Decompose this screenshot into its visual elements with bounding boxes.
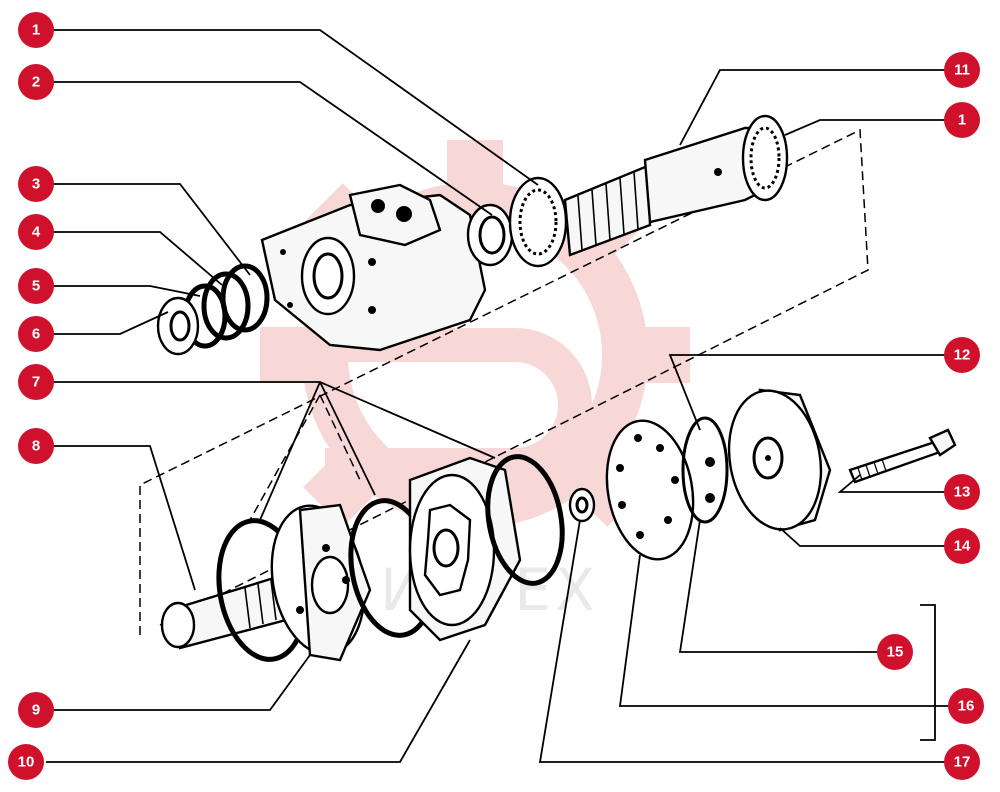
assembly-axis (139, 128, 869, 635)
callout-4[interactable]: 4 (18, 214, 54, 250)
svg-text:13: 13 (954, 484, 971, 501)
callout-3[interactable]: 3 (18, 166, 54, 202)
svg-text:1: 1 (32, 22, 40, 39)
callout-badges: 1 2 3 4 5 6 7 8 (8, 12, 984, 780)
callout-9[interactable]: 9 (18, 692, 54, 728)
svg-text:9: 9 (32, 702, 40, 719)
callout-10[interactable]: 10 (8, 744, 44, 780)
needle-thrust-bearing-left (508, 176, 568, 268)
gerotor-set (408, 456, 522, 642)
svg-text:5: 5 (32, 278, 40, 295)
svg-text:16: 16 (958, 698, 975, 715)
end-cover (727, 388, 832, 532)
spacer-bushing (568, 487, 596, 523)
callout-2[interactable]: 2 (18, 64, 54, 100)
callout-15[interactable]: 15 (877, 634, 913, 670)
svg-text:7: 7 (32, 374, 40, 391)
cover-bolt (848, 428, 957, 484)
o-ring-distributor (681, 416, 729, 524)
svg-text:6: 6 (32, 326, 40, 343)
distributor-plate (605, 419, 695, 561)
needle-thrust-bearing-right (741, 114, 789, 202)
orbital-motor-housing (260, 183, 487, 352)
callout-13[interactable]: 13 (944, 474, 980, 510)
o-ring-set-upper (156, 263, 270, 356)
drive-shaft (160, 568, 307, 650)
svg-text:12: 12 (954, 347, 971, 364)
svg-text:2: 2 (32, 74, 40, 91)
valve-housing-disc (270, 503, 372, 662)
svg-text:4: 4 (32, 224, 41, 241)
callout-7[interactable]: 7 (18, 364, 54, 400)
svg-text:8: 8 (32, 438, 40, 455)
svg-text:11: 11 (954, 62, 970, 79)
callout-12[interactable]: 12 (944, 337, 980, 373)
callout-1-top-left[interactable]: 1 (18, 12, 54, 48)
callout-5[interactable]: 5 (18, 268, 54, 304)
svg-text:14: 14 (954, 538, 971, 555)
o-ring-gerotor (485, 454, 565, 586)
svg-text:15: 15 (887, 644, 904, 661)
leader-lines (46, 29, 950, 763)
svg-text:17: 17 (954, 754, 971, 771)
svg-text:10: 10 (18, 754, 35, 771)
callout-16[interactable]: 16 (948, 688, 984, 724)
callout-6[interactable]: 6 (18, 316, 54, 352)
svg-text:3: 3 (32, 176, 40, 193)
callout-11[interactable]: 11 (944, 52, 980, 88)
callout-17[interactable]: 17 (944, 744, 980, 780)
callout-14[interactable]: 14 (944, 528, 980, 564)
callout-1-top-right[interactable]: 1 (944, 102, 980, 138)
svg-text:1: 1 (958, 112, 966, 129)
callout-8[interactable]: 8 (18, 428, 54, 464)
